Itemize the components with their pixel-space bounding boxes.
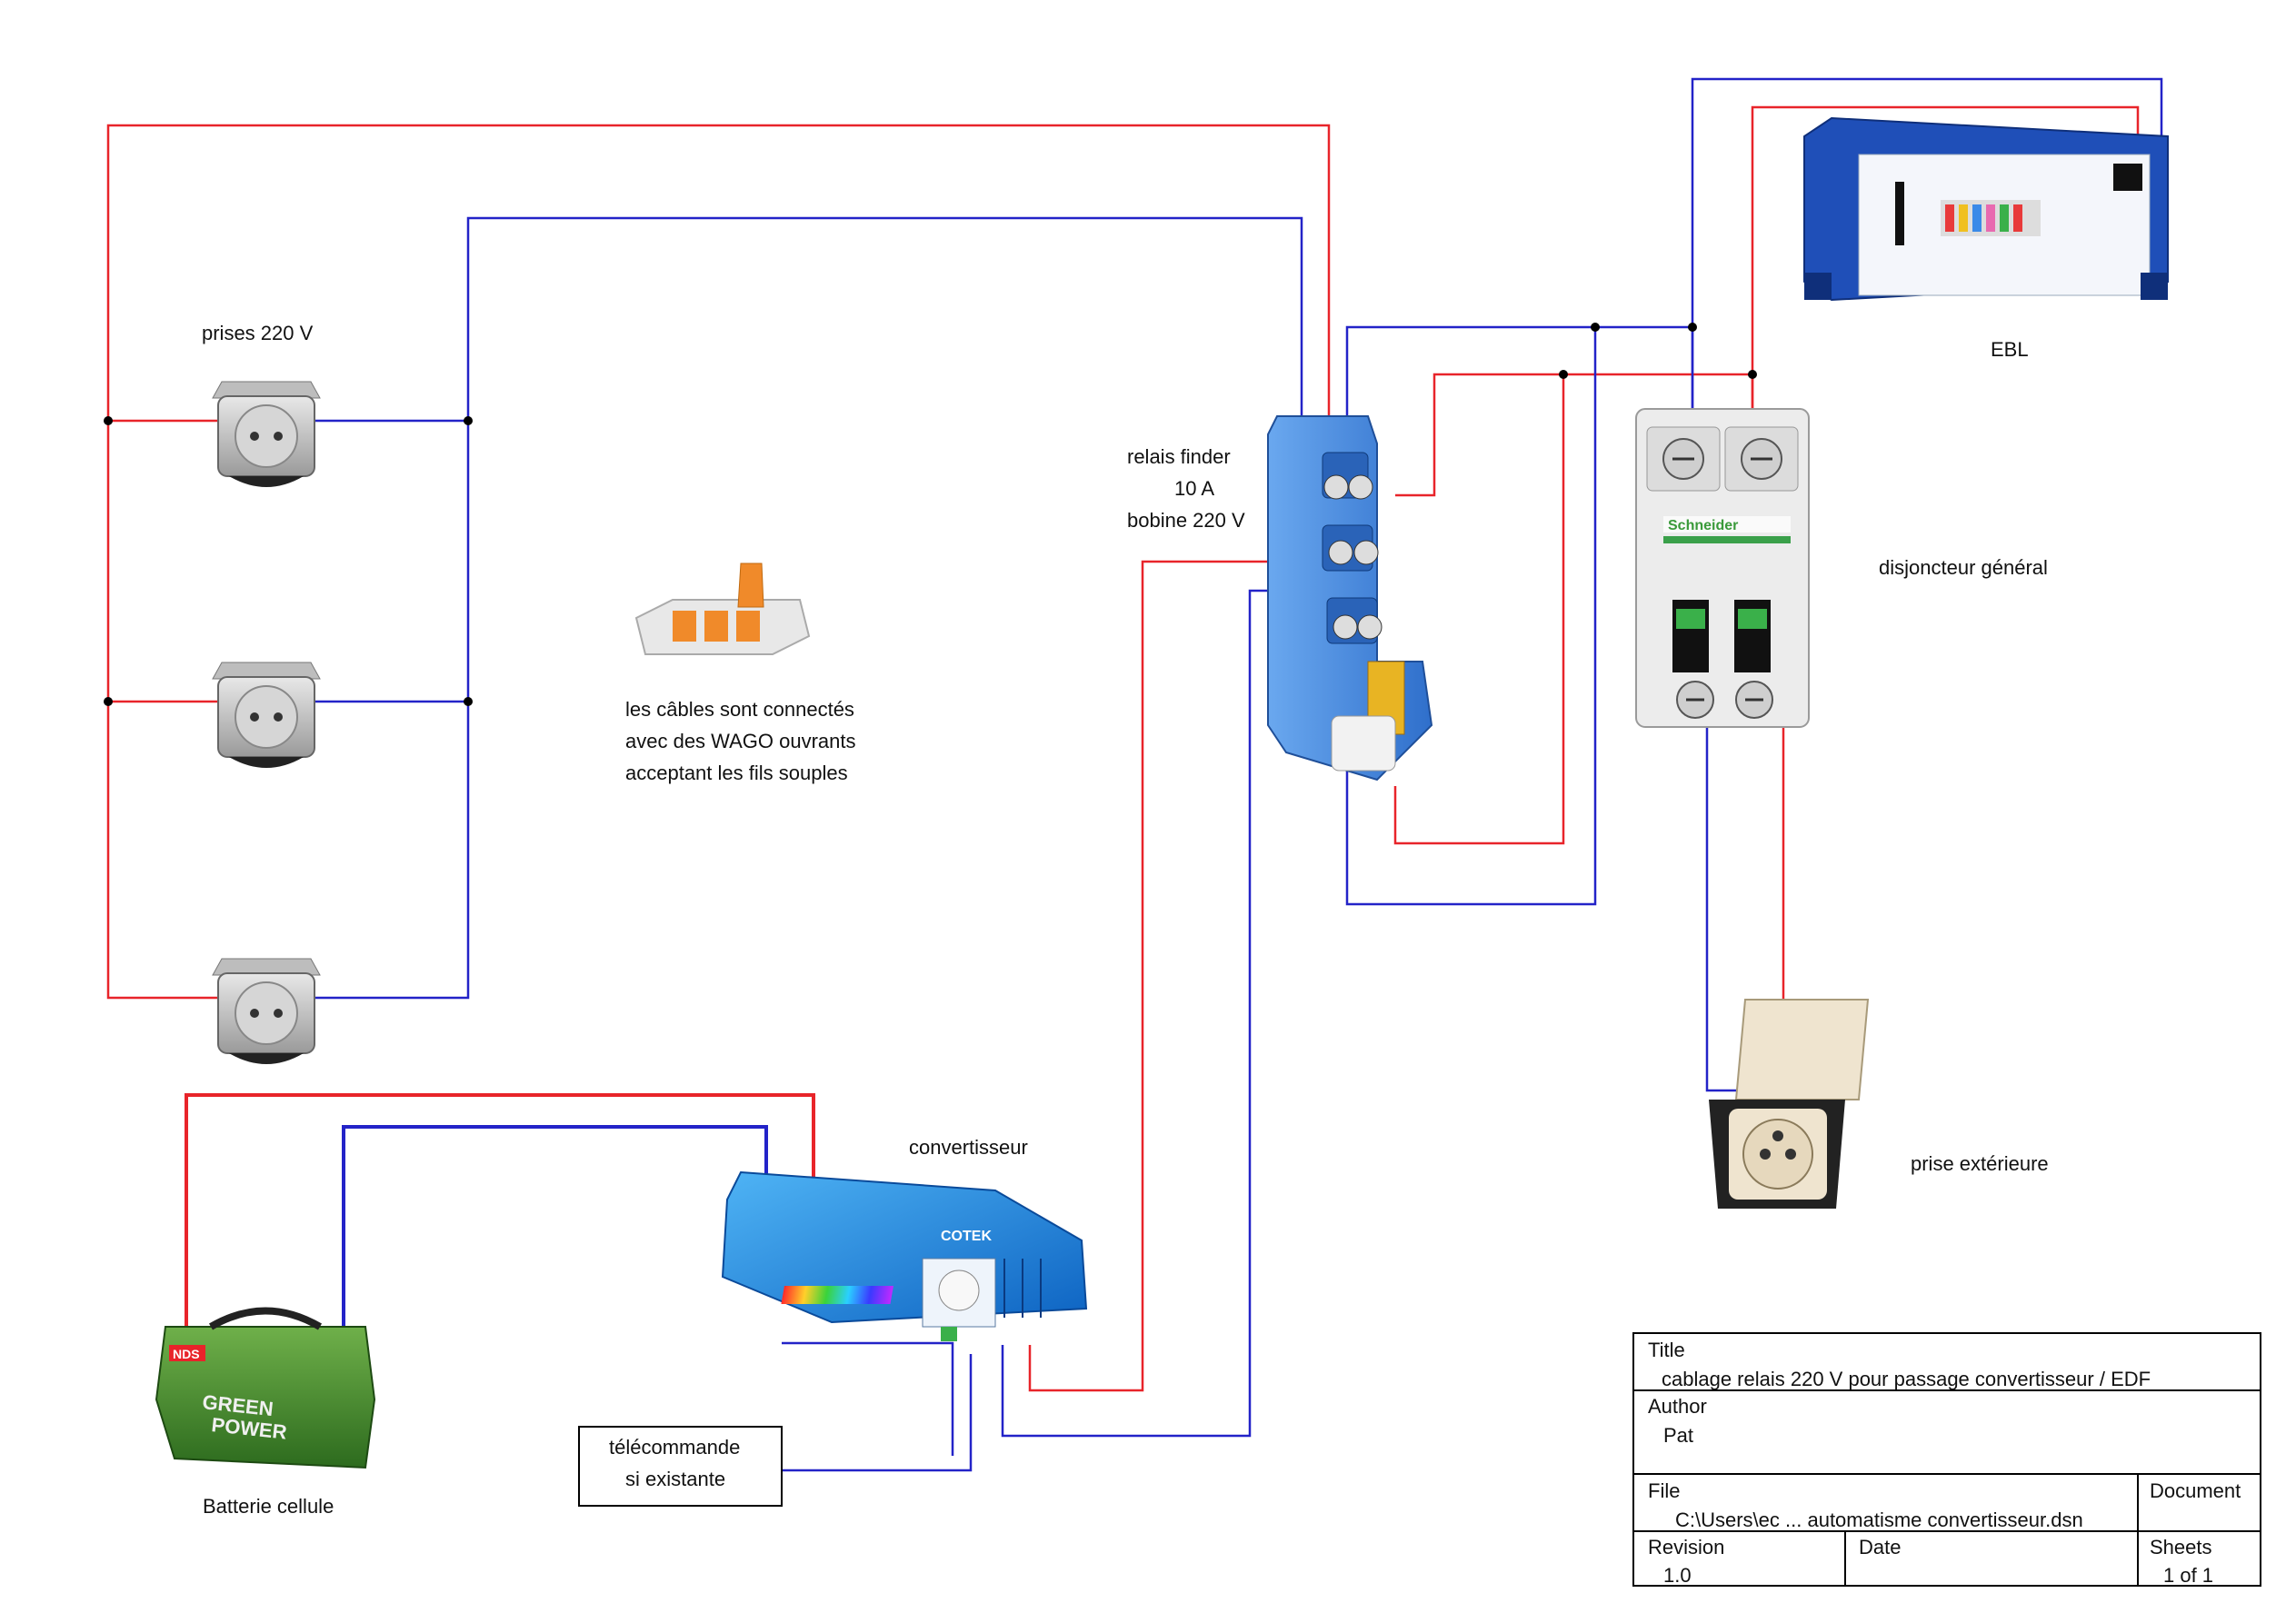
outdoor-socket [1709, 999, 1870, 1209]
battery-label: Batterie cellule [203, 1495, 334, 1518]
outdoor-socket-label: prise extérieure [1911, 1152, 2049, 1175]
converter: COTEK [721, 1170, 1088, 1341]
battery-brand-top: NDS [173, 1347, 200, 1361]
revision-value: 1.0 [1663, 1564, 1692, 1587]
junction-dot [464, 416, 473, 425]
junction-dot [104, 697, 113, 706]
ebl-label: EBL [1991, 338, 2029, 361]
socket-2 [212, 662, 321, 768]
battery-positive [185, 1093, 815, 1331]
socket-3 [212, 958, 321, 1064]
relay-coil-neutral-loop [1345, 327, 1597, 906]
title-label: Title [1648, 1339, 1685, 1361]
file-label: File [1648, 1479, 1680, 1502]
remote-wire-2 [782, 1354, 973, 1472]
junction-dots [104, 323, 1757, 706]
junction-dot [1591, 323, 1600, 332]
file-value: C:\Users\ec ... automatisme convertisseu… [1675, 1508, 2083, 1531]
breaker-phase-to-ebl [1751, 105, 2140, 414]
junction-dot [464, 697, 473, 706]
date-label: Date [1859, 1536, 1901, 1558]
converter-brand: COTEK [941, 1229, 992, 1244]
breaker-label: disjoncteur général [1879, 556, 2048, 579]
author-value: Pat [1663, 1424, 1693, 1447]
author-label: Author [1648, 1395, 1707, 1418]
relay-finder [1267, 415, 1433, 782]
wago-connector [634, 563, 811, 655]
breaker-neutral-to-ebl [1691, 77, 2163, 411]
junction-dot [104, 416, 113, 425]
breaker-brand: Schneider [1668, 518, 1738, 533]
circuit-breaker: Schneider [1635, 408, 1810, 728]
remote-box: télécommande si existante [578, 1426, 783, 1507]
relay-label-1: relais finder [1127, 445, 1231, 468]
revision-label: Revision [1648, 1536, 1724, 1558]
relay-coil-phase-loop [1393, 374, 1565, 845]
relay-label-3: bobine 220 V [1127, 509, 1245, 532]
wires [106, 77, 2163, 1472]
title-block: Title cablage relais 220 V pour passage … [1632, 1332, 2261, 1587]
converter-label: convertisseur [909, 1136, 1028, 1159]
sockets-phase-bus [106, 124, 1331, 1000]
junction-dot [1748, 370, 1757, 379]
socket-1 [212, 381, 321, 487]
remote-wire-1 [782, 1341, 954, 1456]
remote-label-1: télécommande [609, 1436, 740, 1459]
junction-dot [1688, 323, 1697, 332]
remote-label-2: si existante [625, 1468, 725, 1490]
wago-note-3: acceptant les fils souples [625, 762, 848, 784]
relay-to-converter-phase [1028, 560, 1341, 1392]
sheets-value: 1 of 1 [2163, 1564, 2213, 1587]
junction-dot [1559, 370, 1568, 379]
title-value: cablage relais 220 V pour passage conver… [1662, 1368, 2151, 1390]
sockets-label: prises 220 V [202, 322, 314, 344]
battery-negative [342, 1125, 768, 1347]
relay-label-2: 10 A [1174, 477, 1214, 500]
breaker-neutral-to-outdoor [1705, 727, 1738, 1092]
document-label: Document [2150, 1479, 2241, 1502]
sockets-neutral-bus [309, 216, 1303, 1000]
ebl-box [1803, 116, 2169, 302]
battery: NDS GREEN POWER [155, 1307, 376, 1469]
wago-note-1: les câbles sont connectés [625, 698, 854, 721]
wago-note-2: avec des WAGO ouvrants [625, 730, 856, 752]
sheets-label: Sheets [2150, 1536, 2212, 1558]
